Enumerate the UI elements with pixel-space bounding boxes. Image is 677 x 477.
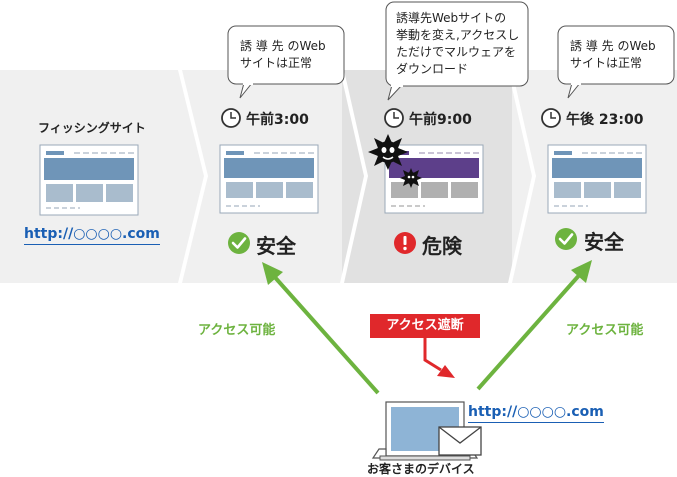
status-safe-2300: 安全 bbox=[584, 230, 624, 254]
phishing-site-url[interactable]: http://○○○○.com bbox=[24, 226, 160, 245]
bubble-text-2: 誘導先Webサイトの 挙動を変え,アクセスし ただけでマルウェアを ダウンロード bbox=[396, 11, 520, 76]
status-danger-0900: 危険 bbox=[422, 234, 462, 258]
phishing-site-title: フィッシングサイト bbox=[38, 121, 146, 135]
site-thumbnail-0900-malicious bbox=[384, 144, 484, 214]
access-arrow-left bbox=[262, 262, 380, 395]
device-label: お客さまのデバイス bbox=[367, 462, 475, 476]
time-label-2300: 午後 23:00 bbox=[566, 112, 644, 128]
virus-icon bbox=[368, 134, 408, 170]
bubble-text-3: 誘 導 先 のWeb サイトは正常 bbox=[570, 39, 656, 70]
site-thumbnail-2300 bbox=[547, 144, 647, 214]
speech-bubble-2 bbox=[385, 1, 529, 101]
status-safe-0300: 安全 bbox=[256, 234, 296, 258]
bubble-text-1: 誘 導 先 のWeb サイトは正常 bbox=[240, 39, 326, 70]
access-blocked-badge: アクセス遮断 bbox=[370, 314, 480, 338]
check-circle-icon bbox=[228, 232, 250, 254]
speech-bubble-3 bbox=[557, 25, 675, 99]
phishing-site-thumbnail bbox=[39, 144, 139, 216]
virus-icon-small bbox=[400, 168, 422, 188]
envelope-icon bbox=[438, 426, 482, 456]
time-label-0900: 午前9:00 bbox=[409, 112, 472, 128]
clock-icon bbox=[541, 108, 561, 128]
access-allowed-left: アクセス可能 bbox=[198, 323, 276, 338]
exclamation-circle-icon bbox=[394, 232, 416, 254]
speech-bubble-1 bbox=[227, 25, 345, 99]
clock-icon bbox=[221, 108, 241, 128]
access-allowed-right: アクセス可能 bbox=[566, 323, 644, 338]
device-url[interactable]: http://○○○○.com bbox=[468, 404, 604, 423]
check-circle-icon bbox=[555, 228, 577, 250]
site-thumbnail-0300 bbox=[219, 144, 319, 214]
blocked-arrow bbox=[423, 332, 455, 378]
time-label-0300: 午前3:00 bbox=[246, 112, 309, 128]
clock-icon bbox=[384, 108, 404, 128]
access-arrow-right bbox=[476, 260, 592, 391]
